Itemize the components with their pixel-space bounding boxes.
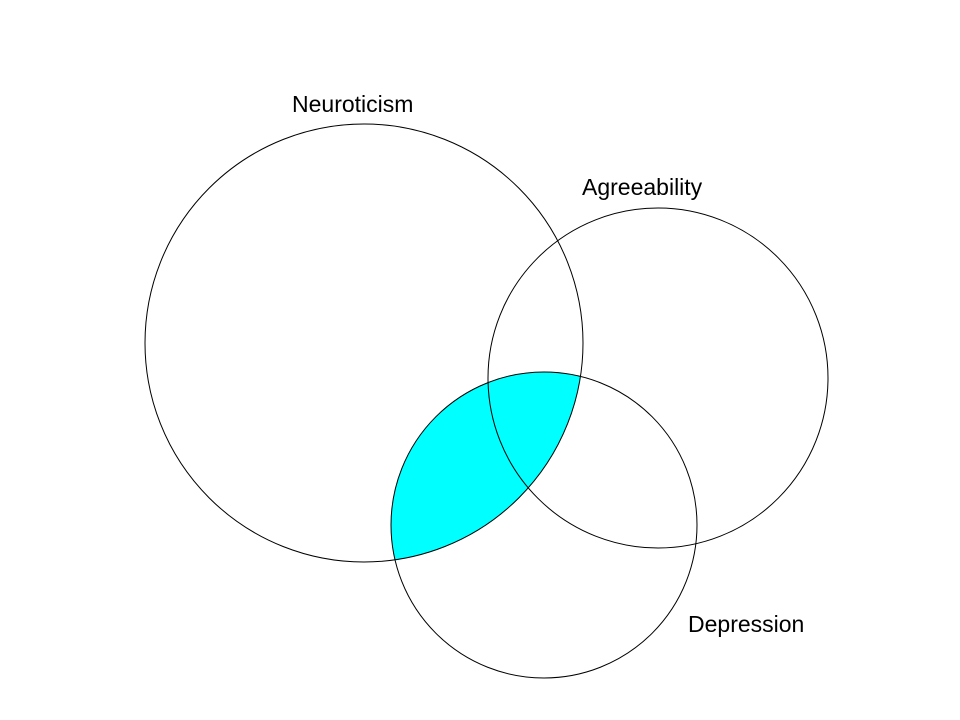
depression-label: Depression (688, 611, 804, 637)
depression-circle (390, 371, 698, 679)
neuroticism-depression-overlap (391, 372, 583, 562)
agreeability-circle (487, 207, 829, 549)
neuroticism-label: Neuroticism (292, 91, 413, 117)
neuroticism-circle (144, 123, 584, 563)
agreeability-label: Agreeability (582, 174, 703, 200)
